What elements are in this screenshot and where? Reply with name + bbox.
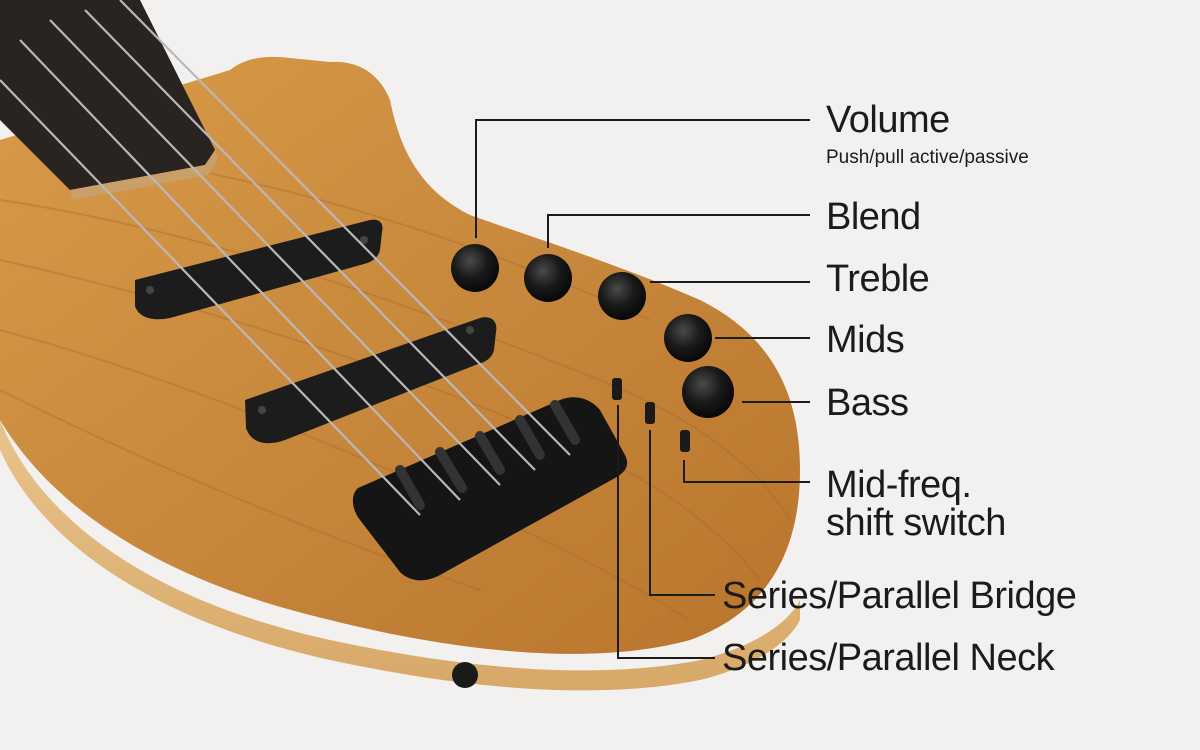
blend-knob: [524, 254, 572, 302]
blend-label: Blend: [826, 196, 921, 238]
series-parallel-bridge-label: Series/Parallel Bridge: [722, 575, 1077, 617]
strap-button: [452, 662, 478, 688]
bridge-pickup: [245, 317, 497, 444]
mid-freq-switch: [680, 430, 690, 452]
mid-freq-label-line1: Mid-freq.: [826, 464, 972, 506]
mid-freq-label-line2: shift switch: [826, 502, 1006, 544]
neck-switch: [612, 378, 622, 400]
knobs: [451, 244, 734, 418]
switches: [612, 378, 690, 452]
fretboard: [0, 0, 215, 190]
bridge-switch: [645, 402, 655, 424]
mids-knob: [664, 314, 712, 362]
body-edge: [0, 420, 800, 691]
neck-pickup: [135, 219, 383, 320]
volume-label: Volume: [826, 99, 950, 141]
strings: [0, 0, 571, 516]
bass-label: Bass: [826, 382, 909, 424]
volume-note-label: Push/pull active/passive: [826, 147, 1029, 168]
treble-label: Treble: [826, 258, 930, 300]
leader-lines: [475, 119, 810, 659]
series-parallel-neck-label: Series/Parallel Neck: [722, 637, 1055, 679]
bass-knob: [682, 366, 734, 418]
treble-knob: [598, 272, 646, 320]
volume-knob: [451, 244, 499, 292]
mids-label: Mids: [826, 319, 905, 361]
